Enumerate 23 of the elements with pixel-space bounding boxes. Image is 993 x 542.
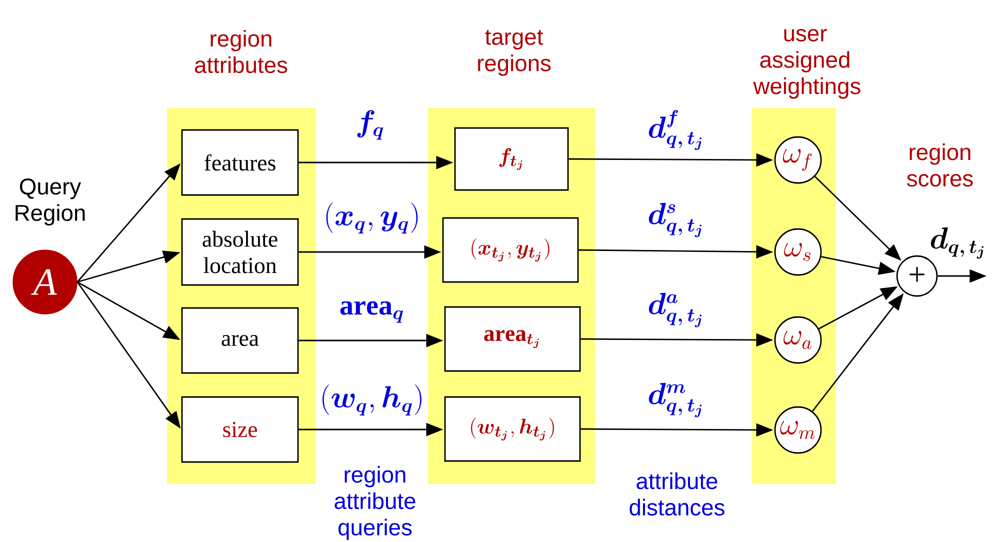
edge-label: $\bm{d^{s}_{q,\,t_j}}$ bbox=[648, 202, 702, 238]
edge-label: $\bm{f_q}$ bbox=[357, 110, 384, 140]
attribute-box: $(\bm{x_{t_j}}, \bm{y_{t_j}})$ bbox=[442, 217, 579, 283]
node-label: region attributes bbox=[194, 30, 288, 74]
edge-label: $\mathbf{area}_{\bm{q}}$ bbox=[340, 301, 403, 323]
edge-label: $\bm{d^{m}_{q,\,t_j}}$ bbox=[648, 382, 702, 418]
attribute-box: $\mathbf{area}_{\bm{t_j}}$ bbox=[444, 306, 581, 372]
node-label: user assigned weightings bbox=[753, 28, 860, 99]
attribute-box: size bbox=[181, 396, 299, 463]
edge-label: $(\bm{x_q}, \bm{y_q})$ bbox=[326, 202, 418, 234]
heading-text: region scores bbox=[907, 143, 973, 187]
edge-label: $(\bm{w_q}, \bm{h_q})$ bbox=[322, 384, 422, 416]
node-label: target regions bbox=[478, 30, 551, 76]
attribute-box: absolute location bbox=[181, 218, 299, 286]
caption-text: region attribute queries bbox=[334, 466, 416, 540]
edge-label: $\bm{d^{a}_{q,\,t_j}}$ bbox=[648, 292, 702, 328]
attribute-box: area bbox=[181, 307, 299, 374]
edge-label: $\bm{d^{f}_{q,\,t_j}}$ bbox=[648, 110, 702, 150]
caption-text: attribute distances bbox=[630, 472, 724, 516]
attribute-box: $(\bm{w_{t_j}}, \bm{h_{t_j}})$ bbox=[444, 396, 581, 462]
region-heading: Query Region bbox=[16, 178, 85, 226]
attribute-box: features bbox=[181, 129, 299, 196]
attribute-box: $\bm{f_{t_j}}$ bbox=[454, 127, 569, 191]
